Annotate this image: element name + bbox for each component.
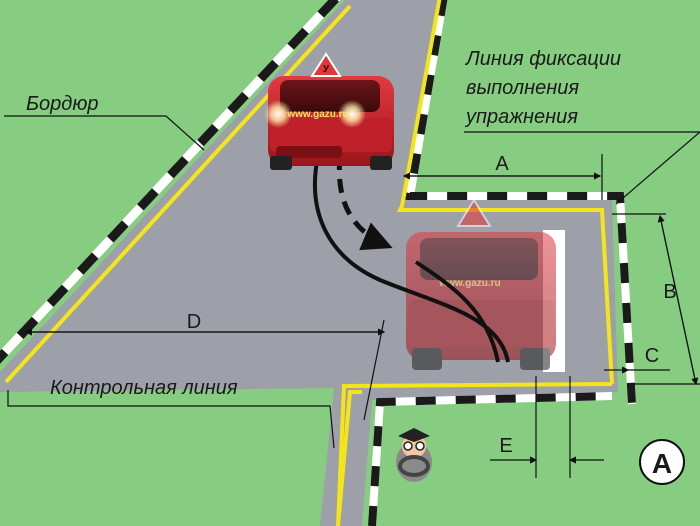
left-yellow-marking bbox=[4, 4, 352, 384]
label-fix-line-1: Линия фиксации bbox=[464, 48, 621, 70]
trajectory-solid-2 bbox=[414, 260, 500, 363]
lower-left-yellow bbox=[336, 390, 362, 526]
curb-leader bbox=[4, 115, 205, 151]
label-curb: Бордюр bbox=[26, 93, 98, 115]
lower-yellow-marking bbox=[336, 382, 613, 526]
dim-label-a: A bbox=[495, 153, 509, 175]
car-plate: www.gazu.ru bbox=[286, 109, 348, 120]
lower-curb-stripes bbox=[368, 392, 613, 526]
dim-label-e: E bbox=[499, 435, 512, 457]
control-line-leader bbox=[7, 390, 335, 449]
learner-car: www.gazu.ru У bbox=[264, 52, 394, 170]
figure-badge: A bbox=[639, 439, 685, 485]
ghost-plate: www.gazu.ru bbox=[438, 278, 500, 289]
trajectory-dashed-arrow bbox=[336, 155, 393, 251]
badge-label: A bbox=[652, 448, 672, 479]
fix-line-leader bbox=[464, 131, 700, 205]
label-fix-line-2: выполнения bbox=[466, 77, 579, 99]
dim-label-d: D bbox=[187, 311, 201, 333]
left-curb-base bbox=[0, 0, 341, 364]
bay-yellow-marking bbox=[396, 0, 614, 385]
label-control-line: Контрольная линия bbox=[50, 377, 238, 399]
learner-sign-icon: У bbox=[310, 52, 342, 77]
asphalt-road bbox=[0, 0, 616, 526]
bay-curb-base bbox=[405, 0, 636, 405]
left-tail-light-glow bbox=[264, 100, 292, 128]
dim-label-c: C bbox=[645, 345, 659, 367]
label-fix-line-3: упражнения bbox=[464, 106, 578, 128]
instructor-icon bbox=[396, 428, 432, 482]
sign-letter: У bbox=[323, 64, 330, 75]
dim-label-b: B bbox=[663, 281, 676, 303]
right-tail-light-glow bbox=[338, 100, 366, 128]
dimension-lines bbox=[4, 115, 700, 478]
